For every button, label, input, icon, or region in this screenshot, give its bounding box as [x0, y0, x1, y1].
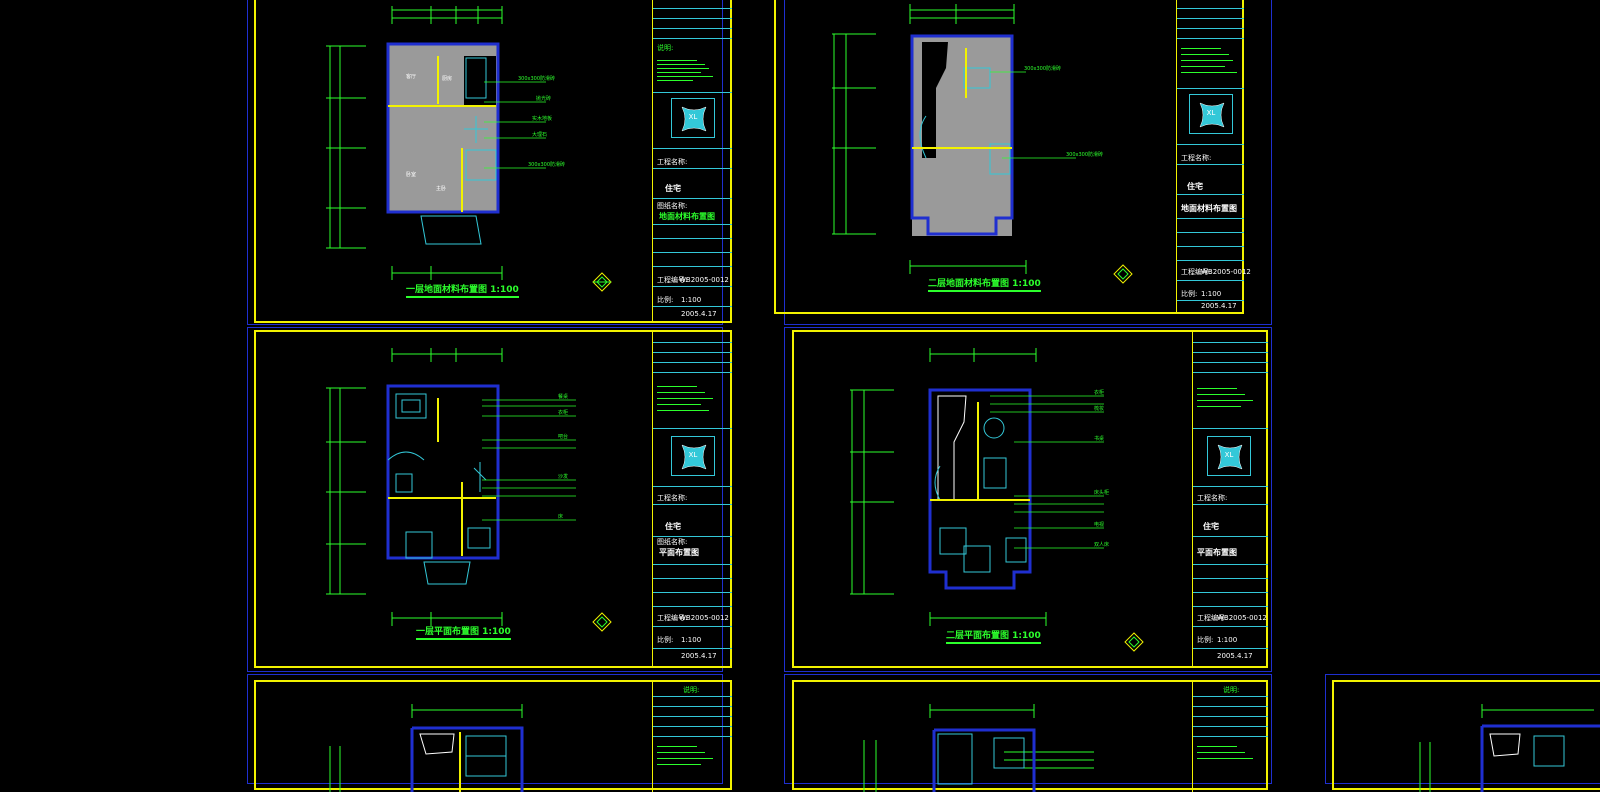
drawing-sheet-3[interactable]: 餐桌衣柜吧台沙发床 一层平面布置图 1:100 XL 工程名称: 住宅 图纸名称… [254, 330, 732, 668]
svg-text:衣柜: 衣柜 [1094, 389, 1104, 396]
svg-text:书桌: 书桌 [1094, 435, 1104, 442]
title-block: 说明: [652, 682, 732, 792]
svg-text:300x300防滑砖: 300x300防滑砖 [528, 161, 565, 168]
floor-plan-1: 300x300防滑砖抛光砖实木地板大理石300x300防滑砖 客厅厨房卧室主卧 [326, 6, 565, 280]
sheet-frame-1 [247, 0, 723, 325]
title-block: XL 工程名称: 住宅 图纸名称: 平面布置图 工程编号: WB2005-001… [652, 332, 732, 666]
drawing-sheet-2[interactable]: 300x300防滑砖 300x300防滑砖 二层地面材料布置图 1:100 XL … [774, 0, 1251, 314]
sheet-frame-2 [784, 0, 1272, 325]
sheet-title: 二层地面材料布置图 1:100 [928, 276, 1041, 292]
floor-plan-2: 300x300防滑砖 300x300防滑砖 [832, 4, 1103, 274]
title-block: XL 工程名称: 住宅 地面材料布置图 工程编号: WB2005-0012 比例… [1176, 0, 1251, 312]
sheet-frame-4 [784, 327, 1272, 672]
svg-text:客厅: 客厅 [406, 73, 416, 80]
svg-text:电视: 电视 [1094, 521, 1104, 528]
title-block: 说明: [1192, 682, 1268, 792]
drawing-sheet-6[interactable]: 说明: [792, 680, 1268, 792]
svg-text:餐桌: 餐桌 [558, 393, 568, 400]
svg-text:床: 床 [558, 513, 563, 520]
title-block: 说明: XL 工程名称: 住宅 图纸名称: 地面材料布置图 工程编号: WB20… [652, 0, 732, 321]
company-logo-icon: XL [671, 98, 715, 138]
drawing-sheet-5[interactable]: 说明: [254, 680, 732, 792]
compass-icon [592, 612, 612, 632]
sheet-title: 一层平面布置图 1:100 [416, 624, 511, 640]
company-logo-icon: XL [1189, 94, 1233, 134]
title-block: XL 工程名称: 住宅 平面布置图 工程编号: WB2005-0012 比例: … [1192, 332, 1268, 666]
sheet-title: 一层地面材料布置图 1:100 [406, 282, 519, 298]
floor-plan-6 [863, 704, 1094, 792]
svg-text:实木地板: 实木地板 [532, 115, 552, 122]
drawing-sheet-7[interactable] [1332, 680, 1600, 792]
svg-text:吧台: 吧台 [558, 433, 568, 440]
svg-text:床头柜: 床头柜 [1094, 489, 1109, 496]
svg-text:主卧: 主卧 [436, 185, 446, 192]
svg-text:300x300防滑砖: 300x300防滑砖 [1066, 151, 1103, 158]
svg-text:梳妆: 梳妆 [1094, 405, 1104, 412]
svg-text:300x300防滑砖: 300x300防滑砖 [518, 75, 555, 82]
svg-text:大理石: 大理石 [532, 131, 547, 138]
company-logo-icon: XL [1207, 436, 1251, 476]
compass-icon [1113, 264, 1133, 284]
floor-plan-5 [329, 704, 524, 792]
drawing-sheet-4[interactable]: 衣柜梳妆书桌床头柜电视双人床 二层平面布置图 1:100 XL 工程名称: 住宅… [792, 330, 1268, 668]
company-logo-icon: XL [671, 436, 715, 476]
svg-text:抛光砖: 抛光砖 [536, 95, 551, 102]
svg-text:卧室: 卧室 [406, 171, 416, 178]
svg-text:衣柜: 衣柜 [558, 409, 568, 416]
sheet-title: 二层平面布置图 1:100 [946, 628, 1041, 644]
svg-text:300x300防滑砖: 300x300防滑砖 [1024, 65, 1061, 72]
svg-text:沙发: 沙发 [558, 473, 568, 480]
svg-text:厨房: 厨房 [442, 75, 452, 82]
svg-text:双人床: 双人床 [1094, 541, 1109, 548]
floor-plan-7 [1419, 704, 1600, 792]
compass-icon [592, 272, 612, 292]
sheet-frame-3 [247, 327, 723, 672]
compass-icon [1124, 632, 1144, 652]
